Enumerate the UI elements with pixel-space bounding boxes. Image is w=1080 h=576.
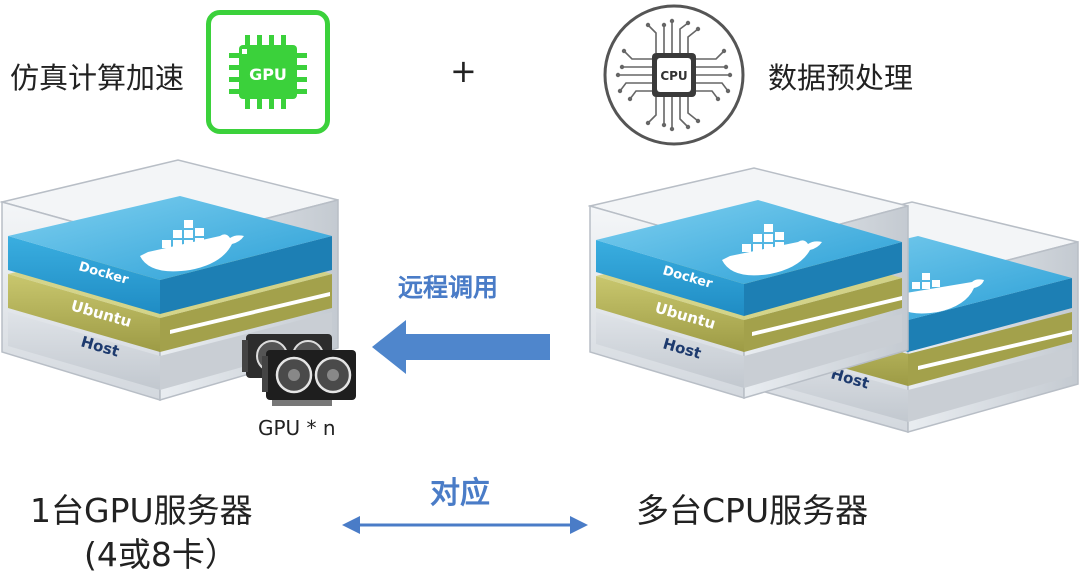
gpu-acceleration-label: 仿真计算加速 — [10, 61, 185, 95]
left-arrow-icon — [372, 320, 552, 374]
gpu-count-caption: GPU * n — [258, 416, 336, 440]
gpu-server-count-label: 1台GPU服务器 — [30, 491, 253, 530]
data-preprocessing-label: 数据预处理 — [768, 61, 914, 95]
cpu-chip-icon: CPU — [602, 3, 746, 147]
plus-sign: + — [450, 52, 477, 90]
gpu-server-cards-label: (4或8卡） — [84, 535, 238, 574]
correspond-label: 对应 — [430, 476, 490, 511]
gpu-cards-icon — [242, 330, 362, 410]
cpu-servers-label: 多台CPU服务器 — [636, 491, 869, 530]
gpu-chip-text: GPU — [249, 65, 287, 84]
gpu-chip-icon: GPU — [206, 10, 330, 134]
docker-whale-icon-cpu — [722, 224, 822, 276]
docker-whale-icon — [140, 220, 244, 272]
gpu-server-box: Docker Ubuntu Host — [0, 152, 340, 412]
cpu-server-box-front: Docker Ubuntu Host — [587, 160, 910, 404]
double-arrow-icon — [340, 512, 590, 538]
remote-call-label: 远程调用 — [398, 273, 499, 302]
cpu-chip-text: CPU — [660, 69, 687, 83]
